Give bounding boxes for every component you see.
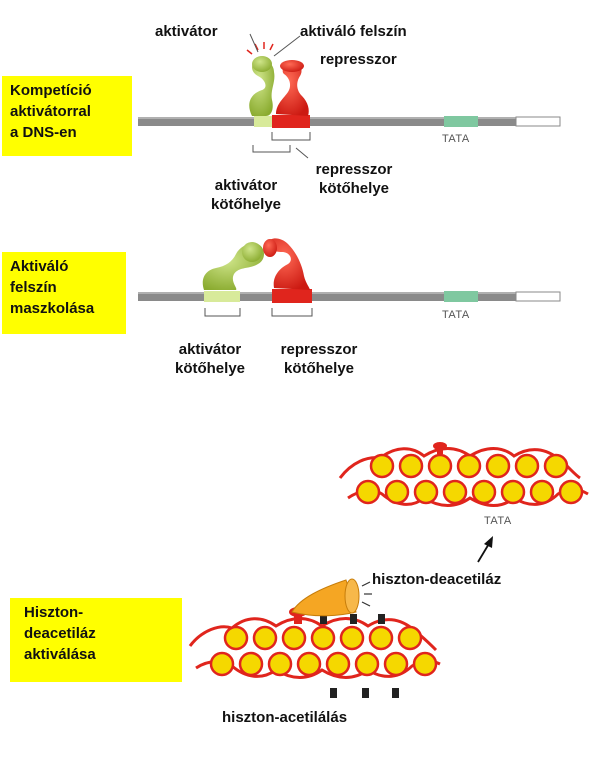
histone-icon — [485, 453, 511, 479]
box-line: deacetiláz — [24, 625, 96, 642]
histone-icon — [209, 651, 235, 677]
histone-icon — [514, 453, 540, 479]
tata-box — [444, 116, 478, 127]
acetylation-label: hiszton-acetilálás — [222, 709, 348, 726]
histone-icon — [427, 453, 453, 479]
deacetylase-label: hiszton-deacetiláz — [372, 571, 502, 588]
histone-icon — [238, 651, 264, 677]
box-line: aktiválása — [24, 646, 96, 663]
histone-icon — [529, 479, 555, 505]
histone-icon — [267, 651, 293, 677]
histone-icon — [355, 479, 381, 505]
tata-label-2: TATA — [442, 309, 470, 321]
histone-icon — [413, 479, 439, 505]
histone-icon — [369, 453, 395, 479]
histone-icon — [252, 625, 278, 651]
box-line: maszkolása — [10, 300, 95, 317]
histone-icon — [558, 479, 584, 505]
repressor-binding-site — [272, 115, 310, 128]
histone-icon — [368, 625, 394, 651]
box-line: aktivátorral — [10, 103, 91, 120]
activator-site-bracket — [252, 145, 291, 153]
histone-icon — [310, 625, 336, 651]
repressor-site-label-2: represszor kötőhelye — [280, 341, 358, 377]
repressor-protein — [276, 60, 309, 116]
box-line: Kompetíció — [10, 82, 92, 99]
activator-label: aktivátor — [155, 23, 218, 40]
deacetylase-rays-icon — [361, 581, 372, 607]
panel1-dna — [138, 115, 561, 128]
deacetylase-enzyme-icon — [291, 578, 360, 617]
repressor-cap-icon — [433, 442, 447, 454]
histone-icon — [543, 453, 569, 479]
histone-icon — [384, 479, 410, 505]
histone-icon — [456, 453, 482, 479]
histone-icon — [442, 479, 468, 505]
histone-row-lower-bottom — [209, 651, 438, 677]
arrow-icon — [477, 536, 493, 563]
activator-site-label-2: aktivátor kötőhelye — [174, 341, 246, 377]
histone-icon — [296, 651, 322, 677]
histone-icon — [281, 625, 307, 651]
repressor-protein-2 — [263, 238, 310, 290]
repressor-site-bracket — [271, 132, 311, 141]
label-box-competition: Kompetíció aktivátorral a DNS-en — [2, 76, 132, 156]
histone-icon — [223, 625, 249, 651]
tata-label-3: TATA — [484, 515, 512, 527]
repressor-site-bracket-2 — [271, 308, 313, 317]
histone-icon — [354, 651, 380, 677]
tata-box-2 — [444, 291, 478, 302]
histone-icon — [325, 651, 351, 677]
histone-icon — [412, 651, 438, 677]
histone-row-lower-top — [223, 625, 423, 651]
label-box-masking: Aktiváló felszín maszkolása — [2, 252, 126, 334]
tata-label: TATA — [442, 133, 470, 145]
activating-surface-rays-icon — [246, 42, 274, 55]
panel2-dna — [138, 289, 561, 303]
histone-icon — [397, 625, 423, 651]
repressor-label: represszor — [320, 51, 397, 68]
box-line: a DNS-en — [10, 124, 77, 141]
histone-icon — [383, 651, 409, 677]
histone-row-upper-top — [369, 453, 569, 479]
box-line: Hiszton- — [24, 604, 84, 621]
acetyl-marks — [320, 614, 399, 698]
histone-icon — [398, 453, 424, 479]
repressor-site-label: represszor kötőhelye — [315, 161, 393, 197]
activator-site-bracket-2 — [204, 308, 241, 317]
repressor-binding-site-2 — [272, 289, 312, 303]
activator-protein-2 — [202, 242, 264, 290]
histone-icon — [339, 625, 365, 651]
histone-icon — [471, 479, 497, 505]
activator-site-label: aktivátor kötőhelye — [210, 177, 282, 213]
box-line: felszín — [10, 279, 57, 296]
activator-binding-site-2 — [204, 291, 240, 302]
activator-binding-site — [254, 116, 272, 127]
label-box-deacetylase: Hiszton- deacetiláz aktiválása — [10, 598, 182, 682]
histone-icon — [500, 479, 526, 505]
activating-surface-label: aktiváló felszín — [300, 23, 407, 40]
box-line: Aktiváló — [10, 258, 69, 275]
histone-row-upper-bottom — [355, 479, 584, 505]
activator-protein — [249, 56, 275, 116]
